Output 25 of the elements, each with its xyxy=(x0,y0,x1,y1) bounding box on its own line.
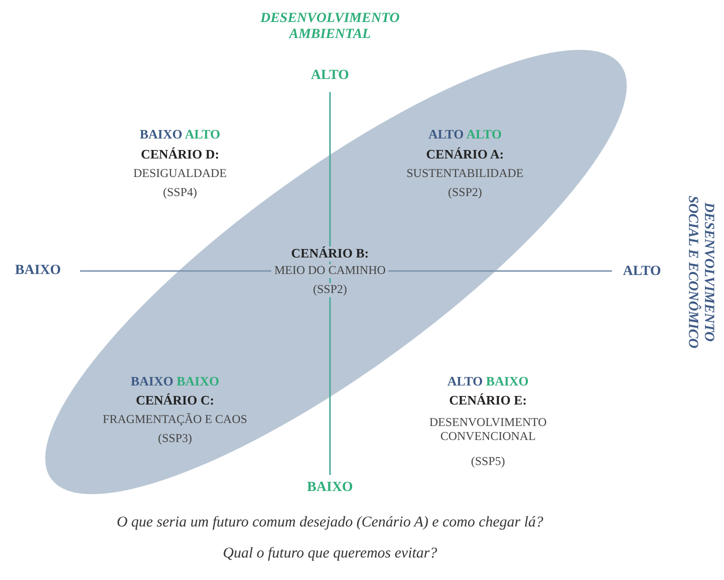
axis-level-label: BAIXO xyxy=(307,480,353,496)
scenario-description: SUSTENTABILIDADE xyxy=(406,167,524,181)
scenario-description: MEIO DO CAMINHO xyxy=(271,264,389,278)
level-pair-label: BAIXO ALTO xyxy=(140,128,220,142)
scenario-code: (SSP4) xyxy=(163,186,197,200)
scenario-name: CENÁRIO C: xyxy=(136,394,214,408)
level-pair-label: BAIXO BAIXO xyxy=(130,374,220,390)
question-text: O que seria um futuro comum desejado (Cenário A) e como chegar lá? xyxy=(116,514,544,532)
scenario-description: DESIGUALDADE xyxy=(133,167,227,181)
axis-level-label: ALTO xyxy=(622,264,662,280)
scenario-name: CENÁRIO E: xyxy=(449,394,527,408)
scenario-description: FRAGMENTAÇÃO E CAOS xyxy=(102,413,248,427)
axis-level-label: ALTO xyxy=(310,68,350,84)
level-pair-label: ALTO ALTO xyxy=(428,128,502,142)
question-text: Qual o futuro que queremos evitar? xyxy=(222,545,438,563)
scenario-code: (SSP3) xyxy=(158,432,192,446)
scenario-code: (SSP2) xyxy=(448,186,482,200)
axis-title: DESENVOLVIMENTO SOCIAL E ECONÔMICO xyxy=(684,194,716,350)
scenario-name: CENÁRIO D: xyxy=(140,148,220,162)
axis-title: DESENVOLVIMENTO AMBIENTAL xyxy=(259,10,401,44)
level-pair-label: ALTO BAIXO xyxy=(447,374,529,390)
scenario-code: (SSP5) xyxy=(471,455,505,469)
axis-level-label: BAIXO xyxy=(15,262,61,280)
scenario-name: CENÁRIO A: xyxy=(426,148,504,162)
scenario-description: DESENVOLVIMENTO CONVENCIONAL xyxy=(428,416,548,444)
